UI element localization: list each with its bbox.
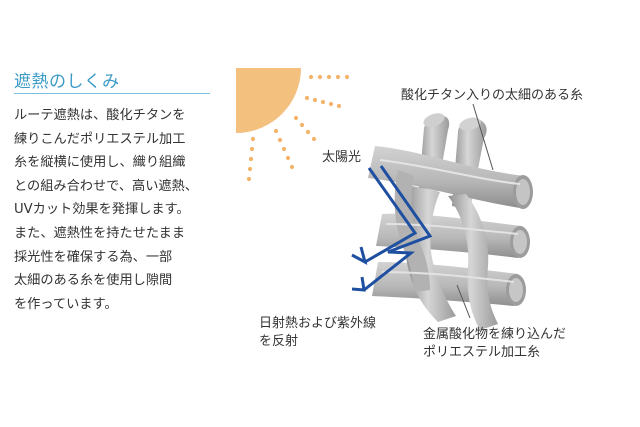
description-line: を作っています。: [14, 296, 118, 312]
description-line: UVカット効果を発揮します。: [14, 202, 190, 218]
description-line: ルーテ遮熱は、酸化チタンを: [14, 108, 186, 123]
reflection-arrow-icon: [351, 165, 433, 292]
label-titanium-yarn: 酸化チタン入りの太細のある糸: [401, 88, 583, 103]
leader-lines: [456, 103, 494, 319]
description-line: との組み合わせで、高い遮熱、: [14, 178, 198, 194]
description-line: 糸を縦横に使用し、織り組織: [14, 155, 186, 171]
description-line: 採光性を確保する為、一部: [14, 249, 173, 265]
sun-icon: [236, 68, 350, 182]
description-line: 練りこんだポリエステル加工: [14, 131, 186, 147]
label-metal-oxide-line-2: ポリエステル加工糸: [423, 345, 540, 360]
section-heading: 遮熱のしくみ: [14, 72, 120, 92]
description-line: 太細のある糸を使用し隙間: [14, 273, 173, 289]
heading-divider: [14, 93, 210, 94]
description-text: ルーテ遮熱は、酸化チタンを 練りこんだポリエステル加工 糸を縦横に使用し、織り組…: [14, 104, 219, 316]
woven-yarns: [368, 113, 533, 330]
label-metal-oxide-line-1: 金属酸化物を練り込んだ: [423, 326, 566, 342]
description-line: また、遮熱性を持たせたまま: [14, 225, 186, 241]
label-sunlight: 太陽光: [322, 150, 361, 165]
label-reflection-line-2: を反射: [259, 333, 298, 349]
label-reflection-line-1: 日射熱および紫外線: [259, 315, 376, 331]
